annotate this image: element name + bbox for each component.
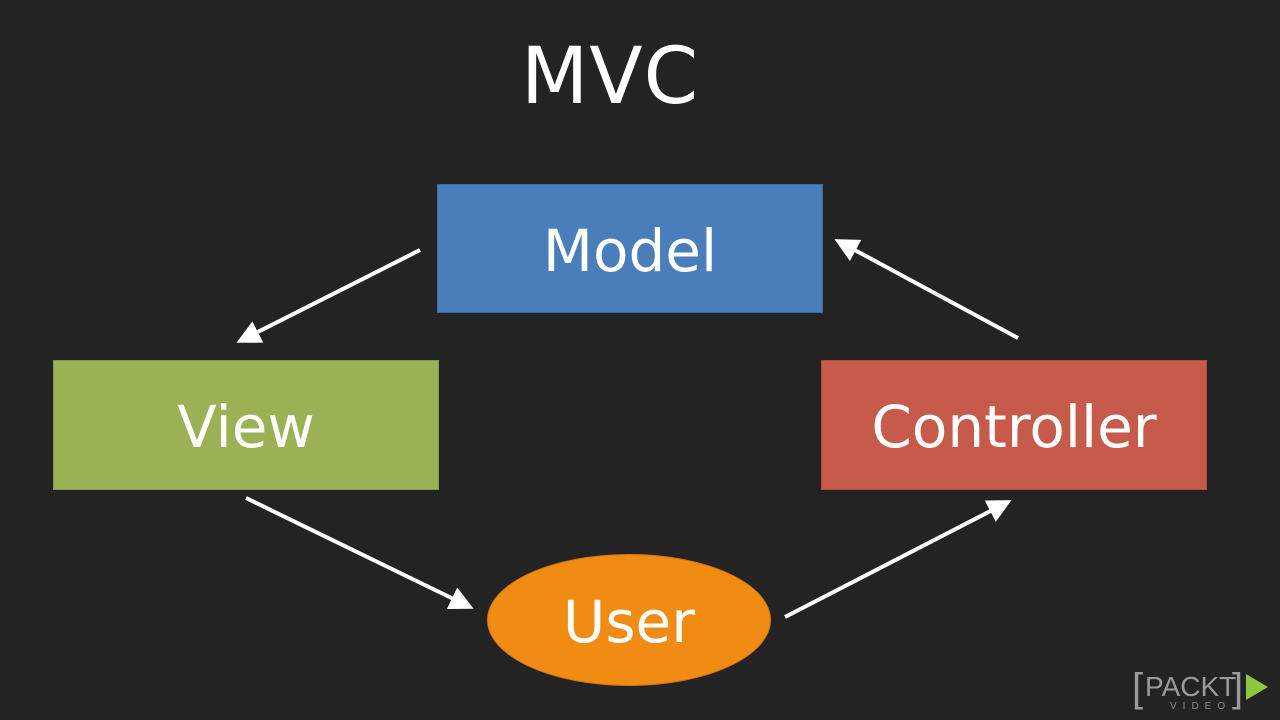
logo-bracket-open: [ — [1132, 666, 1144, 710]
diagram-title: MVC — [520, 32, 700, 122]
user-label: User — [562, 588, 696, 656]
packt-logo: [ PACKT ] VIDEO — [1132, 666, 1272, 714]
view-node: View — [53, 360, 439, 490]
play-icon — [1246, 674, 1268, 700]
arrow-model-to-view — [236, 248, 421, 343]
model-node: Model — [437, 184, 823, 313]
logo-text: PACKT — [1145, 671, 1237, 702]
controller-label: Controller — [871, 393, 1157, 461]
arrow-user-to-controller — [784, 500, 1012, 619]
user-node: User — [487, 554, 771, 686]
logo-subtext: VIDEO — [1170, 701, 1232, 712]
arrow-controller-to-model — [834, 239, 1019, 340]
view-label: View — [177, 393, 315, 461]
model-label: Model — [542, 216, 718, 285]
logo-bracket-close: ] — [1232, 666, 1244, 710]
arrow-view-to-user — [245, 496, 474, 610]
controller-node: Controller — [821, 360, 1207, 490]
